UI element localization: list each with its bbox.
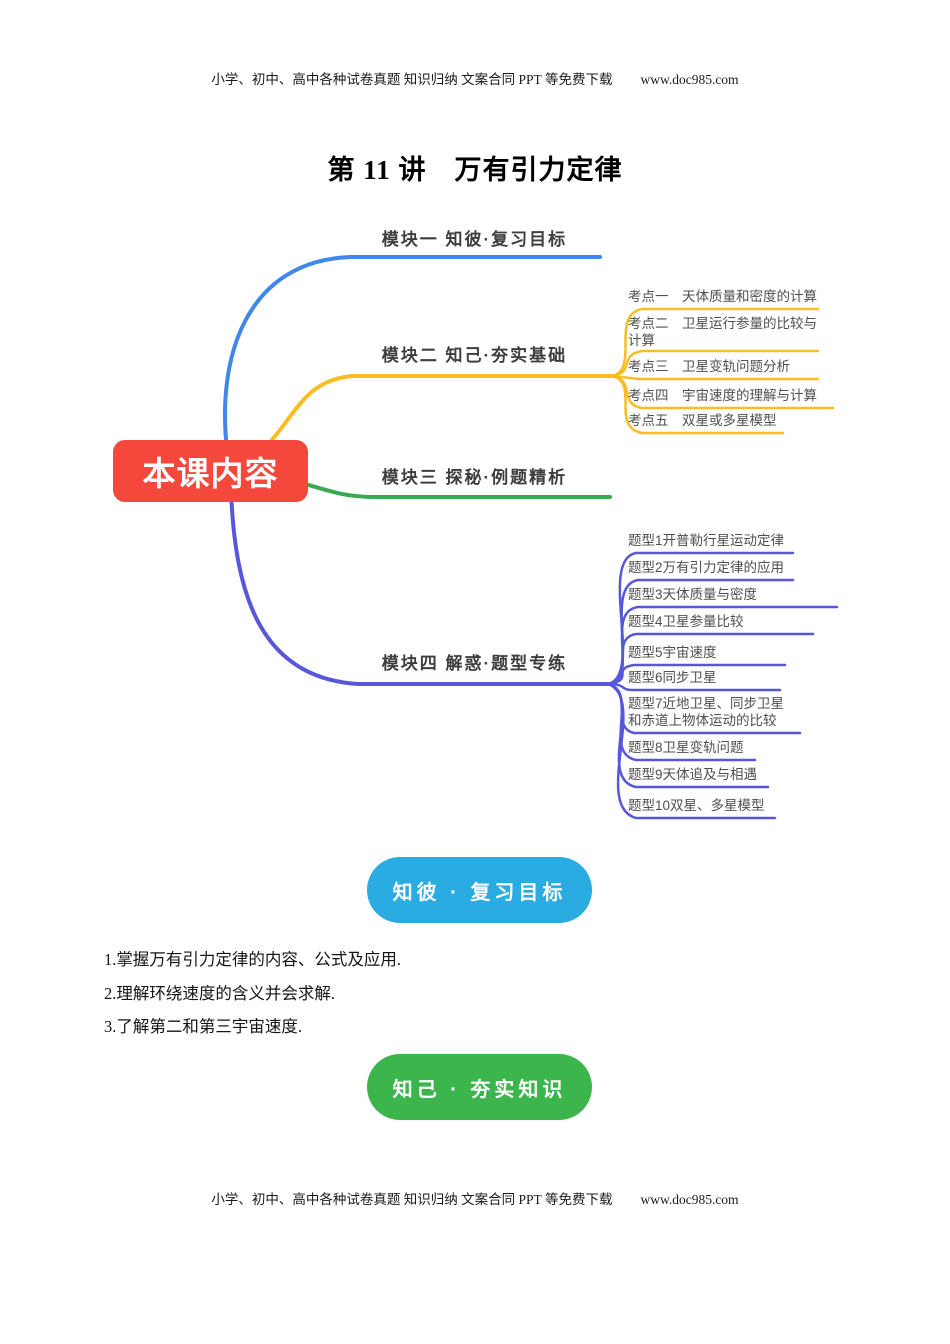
tixing4-line — [606, 632, 815, 686]
header-text: 小学、初中、高中各种试卷真题 知识归纳 文案合同 PPT 等免费下载 — [211, 72, 613, 87]
tixing-item-3: 题型3天体质量与密度 — [628, 587, 758, 602]
kaodian-item-2: 考点二 卫星运行参量的比较与 计算 — [628, 316, 817, 348]
tixing-item-4: 题型4卫星参量比较 — [628, 614, 744, 629]
kaodian3-line — [610, 374, 820, 381]
footer-text: 小学、初中、高中各种试卷真题 知识归纳 文案合同 PPT 等免费下载 — [211, 1192, 613, 1207]
tixing10-line — [606, 682, 777, 820]
tixing-item-10: 题型10双星、多星模型 — [628, 798, 765, 813]
goal-item-2: 2.理解环绕速度的含义并会求解. — [104, 984, 335, 1003]
tixing5-line — [606, 663, 787, 686]
page-title: 第 11 讲 万有引力定律 — [327, 155, 623, 185]
kaodian1-line — [610, 307, 820, 378]
branch-label-module2: 模块二 知己·夯实基础 — [381, 346, 568, 365]
branch-label-module3: 模块三 探秘·例题精析 — [381, 468, 568, 487]
header-url-link[interactable]: www.doc985.com — [640, 72, 739, 87]
tixing6-line — [606, 682, 782, 692]
page-footer: 小学、初中、高中各种试卷真题 知识归纳 文案合同 PPT 等免费下载 www.do… — [0, 1188, 950, 1208]
kaodian-item-5: 考点五 双星或多星模型 — [628, 413, 777, 428]
tixing-item-7: 题型7近地卫星、同步卫星 和赤道上物体运动的比较 — [628, 696, 785, 728]
tixing-item-5: 题型5宇宙速度 — [628, 645, 717, 660]
kaodian2-line — [610, 349, 820, 378]
branch1-line — [223, 255, 602, 460]
branch-label-module1: 模块一 知彼·复习目标 — [381, 230, 568, 249]
section2-badge: 知己 · 夯实知识 — [367, 1054, 592, 1120]
tixing-item-8: 题型8卫星变轨问题 — [628, 740, 744, 755]
branch-label-module4: 模块四 解惑·题型专练 — [381, 654, 568, 673]
kaodian-item-3: 考点三 卫星变轨问题分析 — [628, 359, 790, 374]
kaodian-item-1: 考点一 天体质量和密度的计算 — [628, 289, 817, 304]
kaodian5-line — [610, 374, 785, 435]
section1-badge: 知彼 · 复习目标 — [367, 857, 592, 923]
kaodian-item-4: 考点四 宇宙速度的理解与计算 — [628, 388, 817, 403]
goal-item-1: 1.掌握万有引力定律的内容、公式及应用. — [104, 950, 401, 969]
tixing-item-9: 题型9天体追及与相遇 — [628, 767, 758, 782]
tixing-item-1: 题型1开普勒行星运动定律 — [628, 533, 785, 548]
branch4-line — [229, 488, 610, 686]
goal-item-3: 3.了解第二和第三宇宙速度. — [104, 1017, 302, 1036]
mindmap-root-node: 本课内容 — [113, 440, 308, 502]
page-header: 小学、初中、高中各种试卷真题 知识归纳 文案合同 PPT 等免费下载 www.do… — [0, 68, 950, 88]
tixing-item-6: 题型6同步卫星 — [628, 670, 717, 685]
footer-url-link[interactable]: www.doc985.com — [640, 1192, 739, 1207]
tixing-item-2: 题型2万有引力定律的应用 — [628, 560, 785, 575]
